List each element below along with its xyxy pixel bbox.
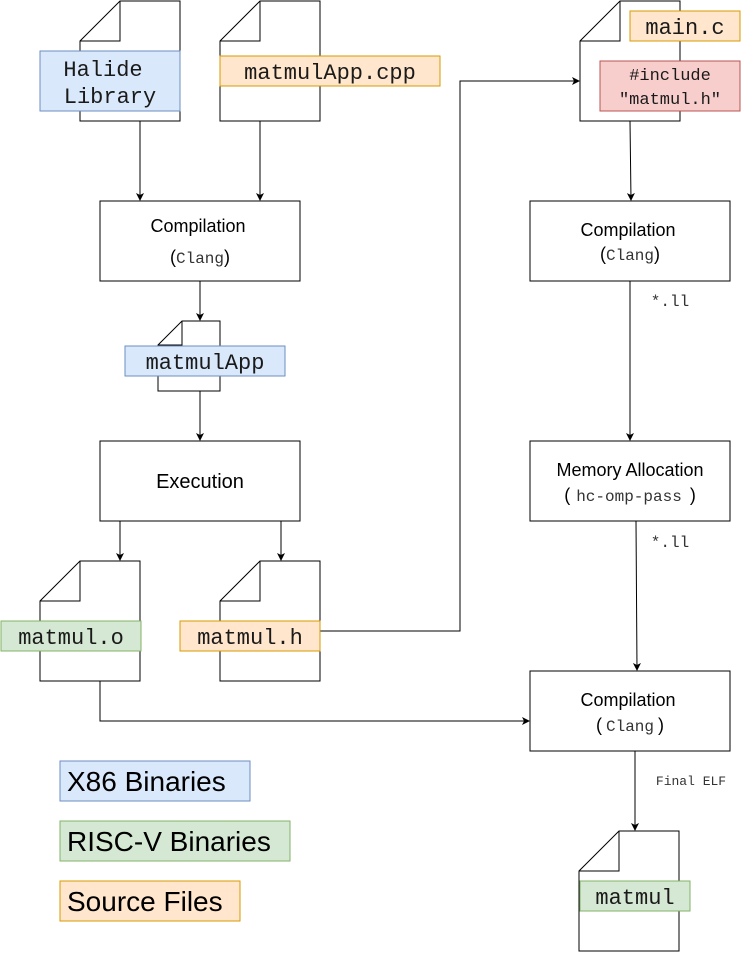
include-directive: #include <box>629 67 711 86</box>
matmul-final-label: matmul <box>579 880 691 912</box>
execution-box <box>99 440 301 522</box>
svg-text:matmulApp: matmulApp <box>146 351 265 376</box>
memory-allocation-box <box>529 440 731 522</box>
svg-text:matmul.h: matmul.h <box>197 626 303 651</box>
arrow-main-c-to-compilation <box>626 120 635 201</box>
arrow-matmul-o-to-compilation <box>99 681 530 725</box>
compilation-3-tool: (Clang) <box>596 715 664 736</box>
main-c-label: main.c <box>629 10 741 42</box>
include-matmul-h-label: #include "matmul.h" <box>599 60 741 112</box>
edge-label-final-elf: Final ELF <box>656 774 726 789</box>
compilation-3-title: Compilation <box>580 690 675 710</box>
execution-title: Execution <box>156 471 244 493</box>
svg-text:matmulApp.cpp: matmulApp.cpp <box>244 61 416 86</box>
compilation-box-3 <box>529 670 731 752</box>
compilation-box-2 <box>529 200 731 282</box>
compilation-2-title: Compilation <box>580 220 675 240</box>
legend-source-files: Source Files <box>59 880 241 922</box>
halide-library-label-line1: Halide <box>63 58 142 83</box>
svg-text:Source Files: Source Files <box>67 886 223 917</box>
legend-riscv-binaries: RISC-V Binaries <box>59 820 291 862</box>
matmulapp-cpp-label: matmulApp.cpp <box>219 55 441 87</box>
svg-text:X86 Binaries: X86 Binaries <box>67 766 226 797</box>
legend-x86-binaries: X86 Binaries <box>59 760 251 802</box>
svg-text:matmul: matmul <box>595 886 674 911</box>
arrow-memory-allocation-to-compilation <box>632 520 641 671</box>
svg-text:RISC-V Binaries: RISC-V Binaries <box>67 826 271 857</box>
edge-label-ll-2: *.ll <box>651 534 689 552</box>
matmul-o-label: matmul.o <box>0 620 142 652</box>
memory-allocation-tool: (hc-omp-pass) <box>564 485 696 506</box>
memory-allocation-title: Memory Allocation <box>556 460 703 480</box>
svg-text:matmul.o: matmul.o <box>18 626 124 651</box>
compilation-box-1 <box>99 200 301 282</box>
matmul-h-label: matmul.h <box>179 620 321 652</box>
include-filename: "matmul.h" <box>619 91 721 110</box>
compilation-1-title: Compilation <box>150 216 245 236</box>
edge-label-ll-1: *.ll <box>651 293 689 311</box>
matmulapp-label: matmulApp <box>124 345 286 377</box>
compilation-2-tool: (Clang) <box>600 244 660 265</box>
compilation-1-tool: (Clang) <box>170 247 230 268</box>
svg-text:main.c: main.c <box>645 16 724 41</box>
halide-library-label-line2: Library <box>64 85 156 110</box>
halide-library-label: Halide Library <box>39 50 181 112</box>
arrow-matmul-h-to-main-c <box>320 77 580 632</box>
